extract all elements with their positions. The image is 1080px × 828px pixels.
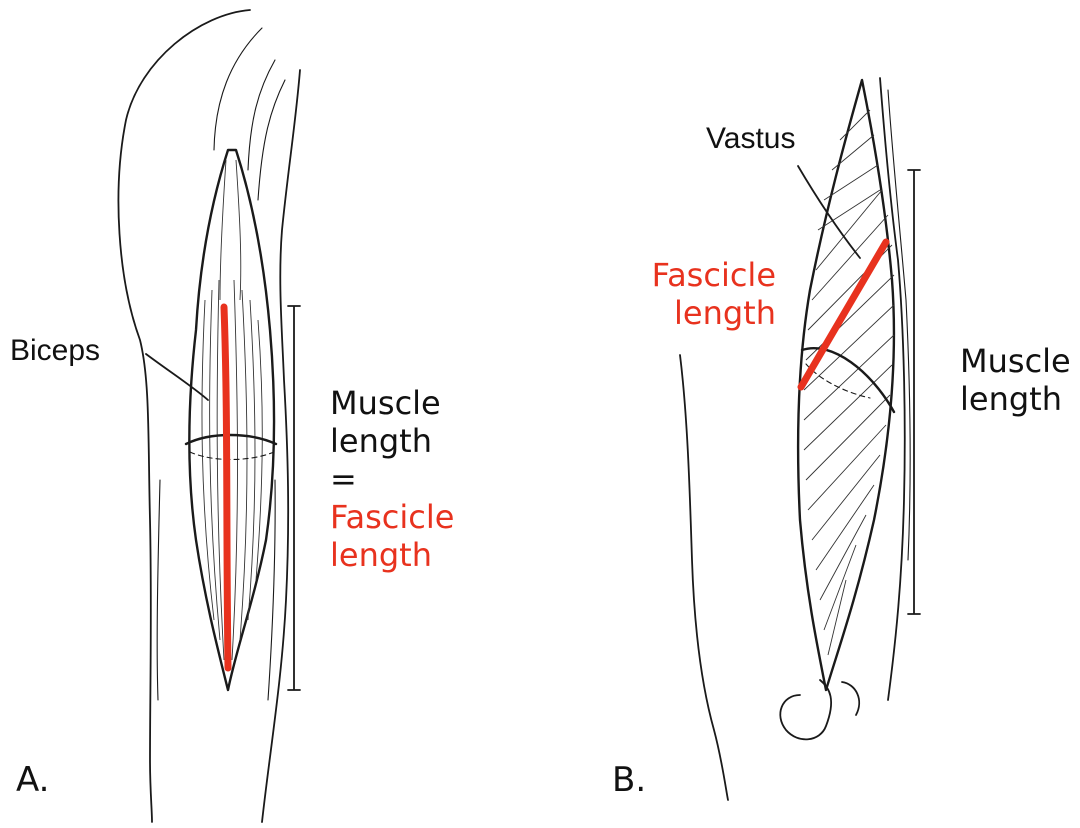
fascicle-length-b-line1: Fascicle xyxy=(644,256,776,294)
muscle-length-label-b: Muscle length xyxy=(960,342,1071,418)
leg-b-outer-contour xyxy=(888,90,910,560)
panel-b-letter: B. xyxy=(612,760,646,800)
muscle-length-label-a: Muscle length = Fascicle length xyxy=(330,384,454,574)
arm-a-left-outline xyxy=(118,10,250,822)
leg-b-left-outline xyxy=(680,355,728,800)
muscle-length-a-line2: length xyxy=(330,422,454,460)
vastus-muscle xyxy=(798,80,920,690)
equals-sign: = xyxy=(330,460,454,498)
vastus-fibers xyxy=(804,110,894,655)
muscle-length-b-line2: length xyxy=(960,380,1071,418)
muscle-length-b-line1: Muscle xyxy=(960,342,1071,380)
knee-outline xyxy=(780,680,859,739)
vastus-label: Vastus xyxy=(706,122,796,156)
muscle-length-bar-a xyxy=(288,306,300,690)
biceps-label: Biceps xyxy=(10,334,100,368)
biceps-muscle xyxy=(146,150,300,690)
panel-a-letter: A. xyxy=(16,760,49,800)
fascicle-length-a-line2: length xyxy=(330,536,454,574)
vastus-leader-line xyxy=(798,166,860,258)
fascicle-length-label-b: Fascicle length xyxy=(644,256,776,332)
vastus-outline xyxy=(798,80,894,690)
leg-b xyxy=(680,78,910,800)
biceps-leader-line xyxy=(146,354,208,400)
fascicle-length-b-line2: length xyxy=(644,294,776,332)
biceps-fibers xyxy=(202,160,262,660)
fascicle-line-b xyxy=(801,242,886,387)
fascicle-line-a xyxy=(224,307,228,668)
muscle-length-a-line1: Muscle xyxy=(330,384,454,422)
fascicle-length-a-line1: Fascicle xyxy=(330,498,454,536)
